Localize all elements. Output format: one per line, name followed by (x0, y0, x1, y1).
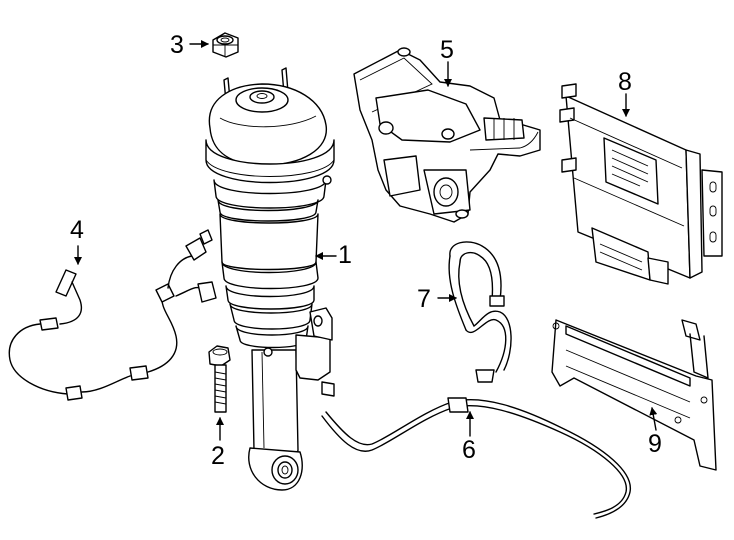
part-9-bracket (551, 319, 717, 471)
callout-9: 9 (648, 430, 662, 458)
callout-5: 5 (440, 36, 454, 64)
part-5-compressor (353, 47, 541, 223)
callout-6: 6 (462, 436, 476, 464)
leader-lines (74, 40, 658, 441)
part-2-bolt (208, 345, 231, 413)
callout-8: 8 (618, 68, 632, 96)
callout-4: 4 (70, 216, 84, 244)
leader-9 (649, 407, 658, 431)
callout-1: 1 (338, 241, 352, 269)
part-4-sensor-wire (8, 229, 217, 401)
part-3-nut (212, 32, 239, 58)
part-1-air-strut (205, 67, 335, 491)
part-8-control-module (559, 83, 723, 285)
callout-2: 2 (211, 442, 225, 470)
part-7-hose (448, 241, 512, 383)
callout-7: 7 (417, 285, 431, 313)
callout-3: 3 (170, 31, 184, 59)
part-6-line (321, 397, 631, 519)
